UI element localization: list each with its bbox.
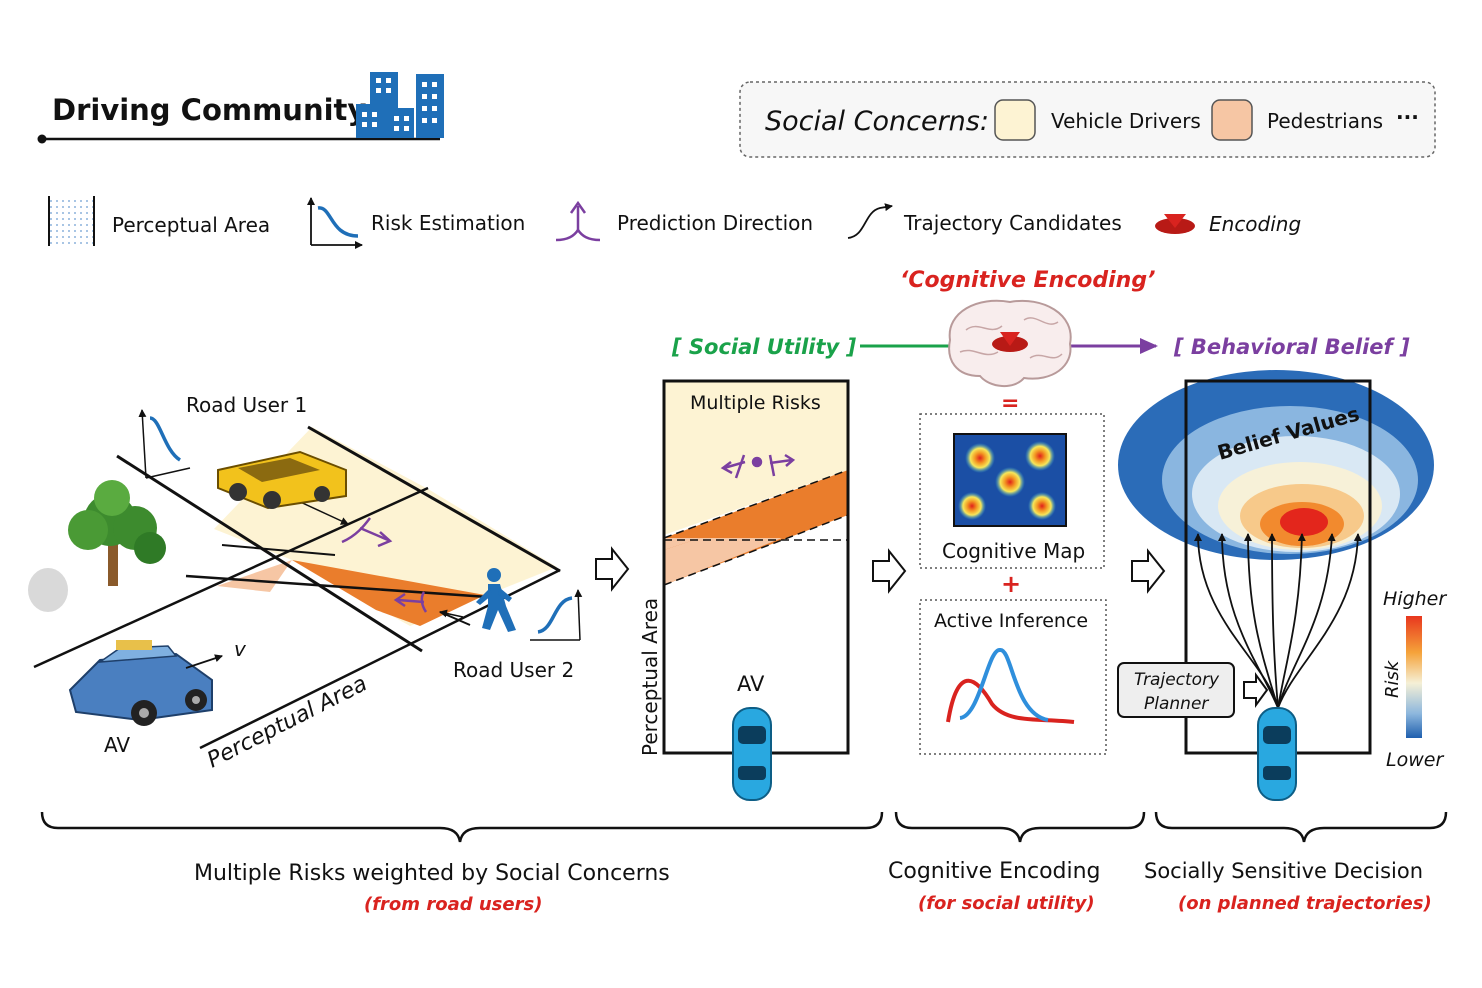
concern-label-vehicle-drivers: Vehicle Drivers [1051, 109, 1201, 133]
city-icon [356, 72, 444, 138]
prediction-direction-icon [555, 200, 601, 242]
legend-risk-estimation: Risk Estimation [371, 211, 525, 235]
flow-arrow-4 [1243, 671, 1269, 709]
av-label-panel: AV [737, 672, 765, 696]
trajectory-planner-box [1117, 662, 1235, 718]
pedestrian-icon [476, 568, 516, 632]
caption-encoding-sub: (for social utility) [918, 893, 1095, 914]
road-user-2-label: Road User 2 [453, 658, 574, 682]
risk-scale-high: Higher [1383, 588, 1447, 610]
perceptual-area-icon [48, 196, 95, 246]
swatch-vehicle-drivers [994, 99, 1036, 141]
encoding-icon [1155, 214, 1195, 234]
risk-panel-title: Multiple Risks [690, 392, 821, 414]
cognitive-encoding-heading: ‘Cognitive Encoding’ [900, 268, 1155, 293]
trajectory-candidates-icon [847, 203, 893, 239]
swatch-pedestrians [1211, 99, 1253, 141]
active-inference-curves [946, 648, 1075, 724]
behavioral-belief-label: [ Behavioral Belief ] [1173, 335, 1410, 359]
caption-encoding-main: Cognitive Encoding [888, 859, 1101, 884]
cognitive-map-label: Cognitive Map [942, 539, 1085, 563]
brain-icon [948, 299, 1072, 387]
tree-icon [28, 480, 166, 612]
risk-colorbar [1406, 616, 1422, 738]
social-utility-label: [ Social Utility ] [671, 335, 857, 359]
av-car-icon [68, 640, 223, 726]
av-topview-icon-1 [732, 707, 772, 801]
cognitive-map-image [953, 433, 1067, 527]
caption-decision-sub: (on planned trajectories) [1178, 893, 1432, 914]
plus-sign: + [1001, 570, 1021, 598]
caption-risks-sub: (from road users) [364, 894, 542, 915]
flow-arrow-1 [595, 546, 630, 592]
more-ellipsis: ··· [1396, 105, 1419, 129]
av-topview-icon-2 [1257, 707, 1297, 801]
caption-risks-main: Multiple Risks weighted by Social Concer… [194, 861, 670, 886]
legend-prediction-direction: Prediction Direction [617, 211, 813, 235]
trajectory-planner-line-2: Planner [1144, 694, 1209, 714]
perceptual-area-label-scene: Perceptual Area [203, 671, 371, 773]
av-label-scene: AV [104, 733, 130, 757]
caption-braces [40, 811, 1448, 843]
social-concerns-label: Social Concerns: [765, 106, 989, 137]
concern-label-pedestrians: Pedestrians [1267, 109, 1383, 133]
yellow-car-icon [217, 450, 347, 510]
title-underline-dot [37, 134, 47, 144]
legend-perceptual-area: Perceptual Area [112, 213, 270, 237]
legend-encoding: Encoding [1209, 212, 1301, 236]
flow-arrow-2 [872, 548, 907, 594]
page-title: Driving Community [52, 93, 366, 127]
active-inference-label: Active Inference [934, 610, 1088, 632]
legend-trajectory-candidates: Trajectory Candidates [903, 211, 1122, 235]
risk-panel [662, 379, 850, 801]
caption-decision-main: Socially Sensitive Decision [1144, 859, 1423, 883]
trajectory-planner-line-1: Trajectory [1134, 670, 1220, 690]
road-user-1-label: Road User 1 [186, 393, 307, 417]
risk-scale-label: Risk [1382, 659, 1403, 698]
velocity-label: v [234, 637, 247, 661]
trajectory-fan [1194, 533, 1362, 709]
belief-ellipses [1118, 370, 1434, 560]
risk-estimation-icon [307, 197, 363, 249]
flow-arrow-3 [1131, 548, 1166, 594]
risk-scale-low: Lower [1386, 749, 1444, 771]
equals-sign: = [1001, 391, 1019, 416]
social-concerns-box [739, 81, 1436, 158]
risk-panel-side-label: Perceptual Area [638, 598, 662, 756]
